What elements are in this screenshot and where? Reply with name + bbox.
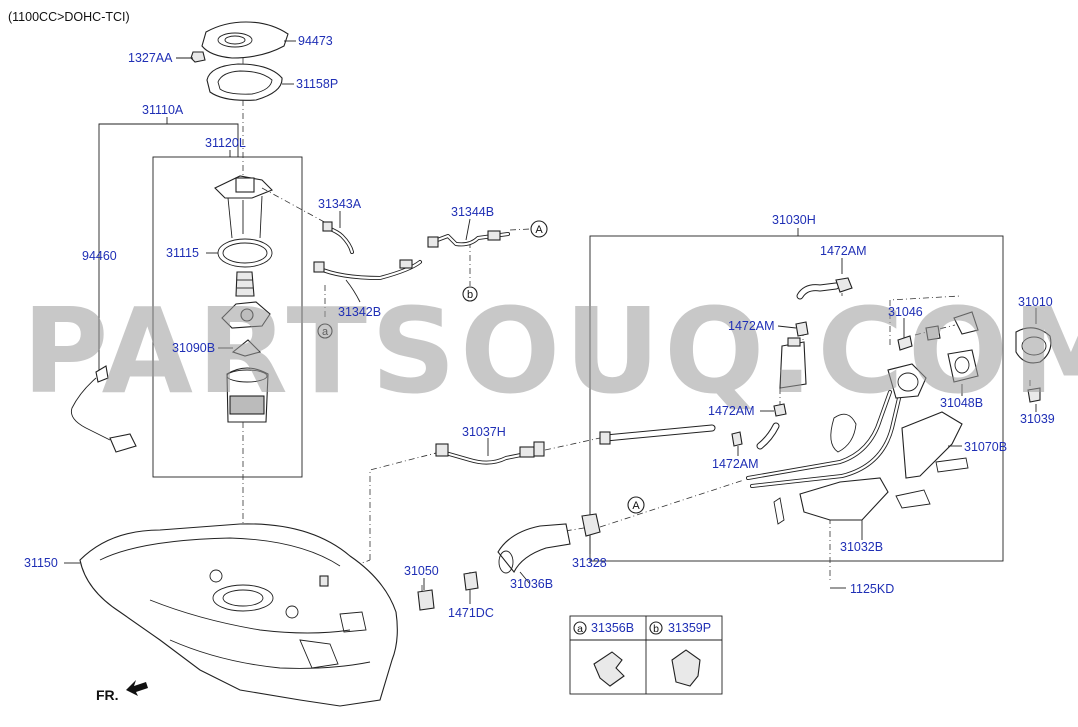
part-link-31115[interactable]: 31115 (166, 246, 199, 260)
part-link-31030H[interactable]: 31030H (772, 213, 816, 227)
part-link-31090B[interactable]: 31090B (172, 341, 215, 355)
part-link-31120L[interactable]: 31120L (205, 136, 246, 150)
part-link-1327AA[interactable]: 1327AA (128, 51, 173, 65)
part-link-94473[interactable]: 94473 (298, 34, 333, 48)
center-lines (242, 58, 1031, 598)
filler-neck-assembly (599, 277, 1052, 525)
part-link-94460[interactable]: 94460 (82, 249, 117, 263)
clip-31356B (593, 651, 625, 687)
part-link-31036B[interactable]: 31036B (510, 577, 553, 591)
fuel-tank-31150 (79, 523, 398, 707)
part-link-31039[interactable]: 31039 (1020, 412, 1055, 426)
part-link-31032B[interactable]: 31032B (840, 540, 883, 554)
part-link-1472AM-2[interactable]: 1472AM (728, 319, 775, 333)
legend-a-letter: a (577, 623, 583, 635)
callout-b: b (467, 289, 473, 301)
pump-cover-94473 (201, 21, 289, 59)
engine-spec-label: (1100CC>DOHC-TCI) (8, 10, 130, 24)
front-orientation: FR. (96, 680, 148, 703)
front-label: FR. (96, 687, 119, 703)
legend-a-part-link[interactable]: 31356B (591, 621, 634, 635)
part-link-31343A[interactable]: 31343A (318, 197, 362, 211)
callout-A-top: A (535, 224, 543, 236)
part-link-31046[interactable]: 31046 (888, 305, 923, 319)
part-link-31342B[interactable]: 31342B (338, 305, 381, 319)
part-link-31328[interactable]: 31328 (572, 556, 607, 570)
legend-b-part-link[interactable]: 31359P (668, 621, 711, 635)
part-link-31037H[interactable]: 31037H (462, 425, 506, 439)
group-frames (98, 117, 1004, 562)
part-link-1472AM-3[interactable]: 1472AM (708, 404, 755, 418)
callout-A-bottom: A (632, 500, 640, 512)
front-arrow-icon (126, 680, 148, 696)
part-link-31158P[interactable]: 31158P (296, 77, 338, 91)
vapor-hoses (313, 221, 510, 280)
fuel-sender-94460 (70, 365, 137, 453)
part-number-labels: 94473 1327AA 31158P 31110A 31120L 94460 … (24, 34, 1055, 620)
clip-31359P (671, 649, 701, 687)
watermark-text: PARTSOUQ.COM (22, 282, 1078, 420)
legend-b-letter: b (653, 623, 659, 635)
part-link-31048B[interactable]: 31048B (940, 396, 983, 410)
callouts: a b A A (317, 220, 645, 514)
part-link-31150[interactable]: 31150 (24, 556, 58, 570)
legend-table: a 31356B b 31359P (569, 615, 723, 695)
bolt-1327AA (190, 51, 206, 63)
leader-lines (64, 40, 1037, 604)
callout-a: a (322, 326, 329, 338)
part-link-1125KD[interactable]: 1125KD (850, 582, 894, 596)
part-link-1472AM-1[interactable]: 1472AM (820, 244, 867, 258)
part-link-31010[interactable]: 31010 (1018, 295, 1053, 309)
part-link-31050[interactable]: 31050 (404, 564, 439, 578)
fuel-pump-module (214, 175, 273, 423)
part-link-31344B[interactable]: 31344B (451, 205, 494, 219)
part-link-31070B[interactable]: 31070B (964, 440, 1007, 454)
hose-31037H (435, 441, 545, 465)
part-link-31110A[interactable]: 31110A (142, 103, 184, 117)
part-link-1471DC[interactable]: 1471DC (448, 606, 494, 620)
lower-hose-parts (417, 513, 601, 611)
part-link-1472AM-4[interactable]: 1472AM (712, 457, 759, 471)
gasket-ring-31158P (206, 63, 283, 101)
